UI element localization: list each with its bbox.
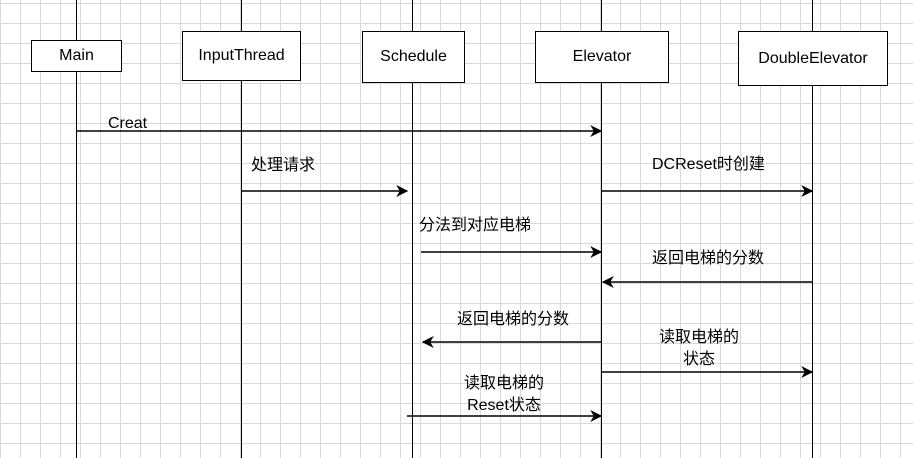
message-label-read-reset-state-line-2: Reset状态	[467, 397, 541, 414]
message-label-creat: Creat	[108, 115, 148, 132]
actor-elevator[interactable]: Elevator	[535, 31, 669, 83]
message-label-dispatch-elevator: 分法到对应电梯	[419, 217, 532, 234]
message-label-return-score-1: 返回电梯的分数	[652, 250, 765, 267]
actor-schedule[interactable]: Schedule	[362, 31, 465, 83]
actor-double-elevator[interactable]: DoubleElevator	[738, 31, 888, 86]
actor-main[interactable]: Main	[31, 40, 122, 72]
message-label-handle-request: 处理请求	[251, 157, 316, 174]
message-label-read-state: 读取电梯的 状态	[654, 327, 744, 371]
lifeline-main	[76, 0, 77, 458]
lifeline-input-thread	[241, 0, 242, 458]
message-label-read-state-line-2: 状态	[682, 351, 715, 368]
message-label-return-score-2: 返回电梯的分数	[457, 311, 570, 328]
actor-input-thread[interactable]: InputThread	[182, 31, 301, 81]
lifeline-schedule	[412, 0, 413, 458]
message-label-dcreset-create: DCReset时创建	[652, 156, 765, 173]
lifeline-double-elevator	[812, 0, 813, 458]
message-label-read-state-line-1: 读取电梯的	[658, 329, 739, 346]
message-label-read-reset-state: 读取电梯的 Reset状态	[459, 373, 549, 417]
lifeline-elevator	[601, 0, 602, 458]
message-label-read-reset-state-line-1: 读取电梯的	[463, 375, 544, 392]
